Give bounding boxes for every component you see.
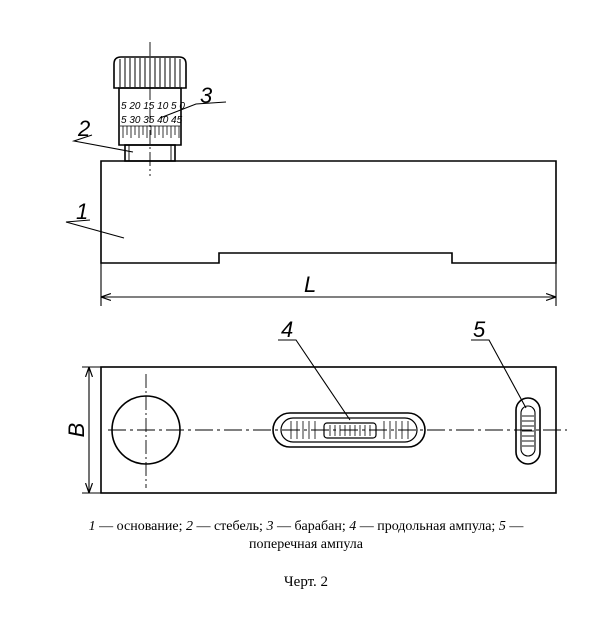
figure-number: Черт. 2 [283,574,329,590]
label-cross-vial-number: 5 [473,317,486,342]
front-view [100,42,557,264]
label-drum-number: 3 [200,83,213,108]
label-width: B [64,423,89,438]
base-outline [100,160,557,264]
leader-long-vial [278,339,351,421]
caption-line-1: 1 — основание; 2 — стебель; 3 — барабан;… [88,519,524,534]
label-long-vial-number: 4 [281,317,293,342]
width-dimension [82,366,101,494]
leader-stem [71,134,134,153]
leader-drum [159,101,227,119]
leader-base [65,219,125,239]
label-base-number: 1 [76,199,88,224]
longitudinal-vial [272,412,426,448]
label-length: L [304,272,316,297]
leader-cross-vial [471,339,527,409]
drum-scale-row1: 5 20 15 10 5 0 [121,101,185,112]
caption-line-2: поперечная ампула [249,537,363,552]
knurl-lines [119,58,181,87]
drum-scale-row2: 5 30 35 40 45 [121,115,183,126]
knurled-cap [113,56,187,89]
length-dimension [100,263,557,306]
top-view [100,366,567,494]
drum-ticks [120,125,180,138]
label-stem-number: 2 [77,116,90,141]
transverse-vial [515,397,541,465]
